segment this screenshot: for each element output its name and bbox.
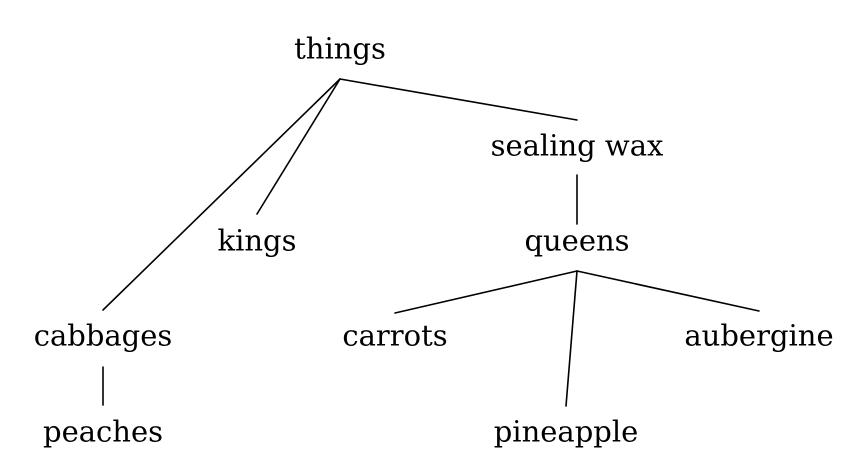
node-aubergine: aubergine [684,318,834,353]
node-pineapple: pineapple [493,414,639,449]
edge-queens-aubergine [576,270,760,312]
edge-things-sealing-wax [339,78,578,121]
edge-things-kings [256,78,341,215]
edge-queens-pineapple [565,270,578,407]
node-sealing-wax: sealing wax [490,128,664,163]
edge-things-cabbages [102,78,341,311]
node-cabbages: cabbages [33,318,173,353]
node-things: things [294,31,386,66]
node-queens: queens [524,223,630,258]
node-kings: kings [217,223,297,258]
node-carrots: carrots [342,318,448,353]
node-peaches: peaches [43,414,163,449]
edge-queens-carrots [394,270,578,314]
